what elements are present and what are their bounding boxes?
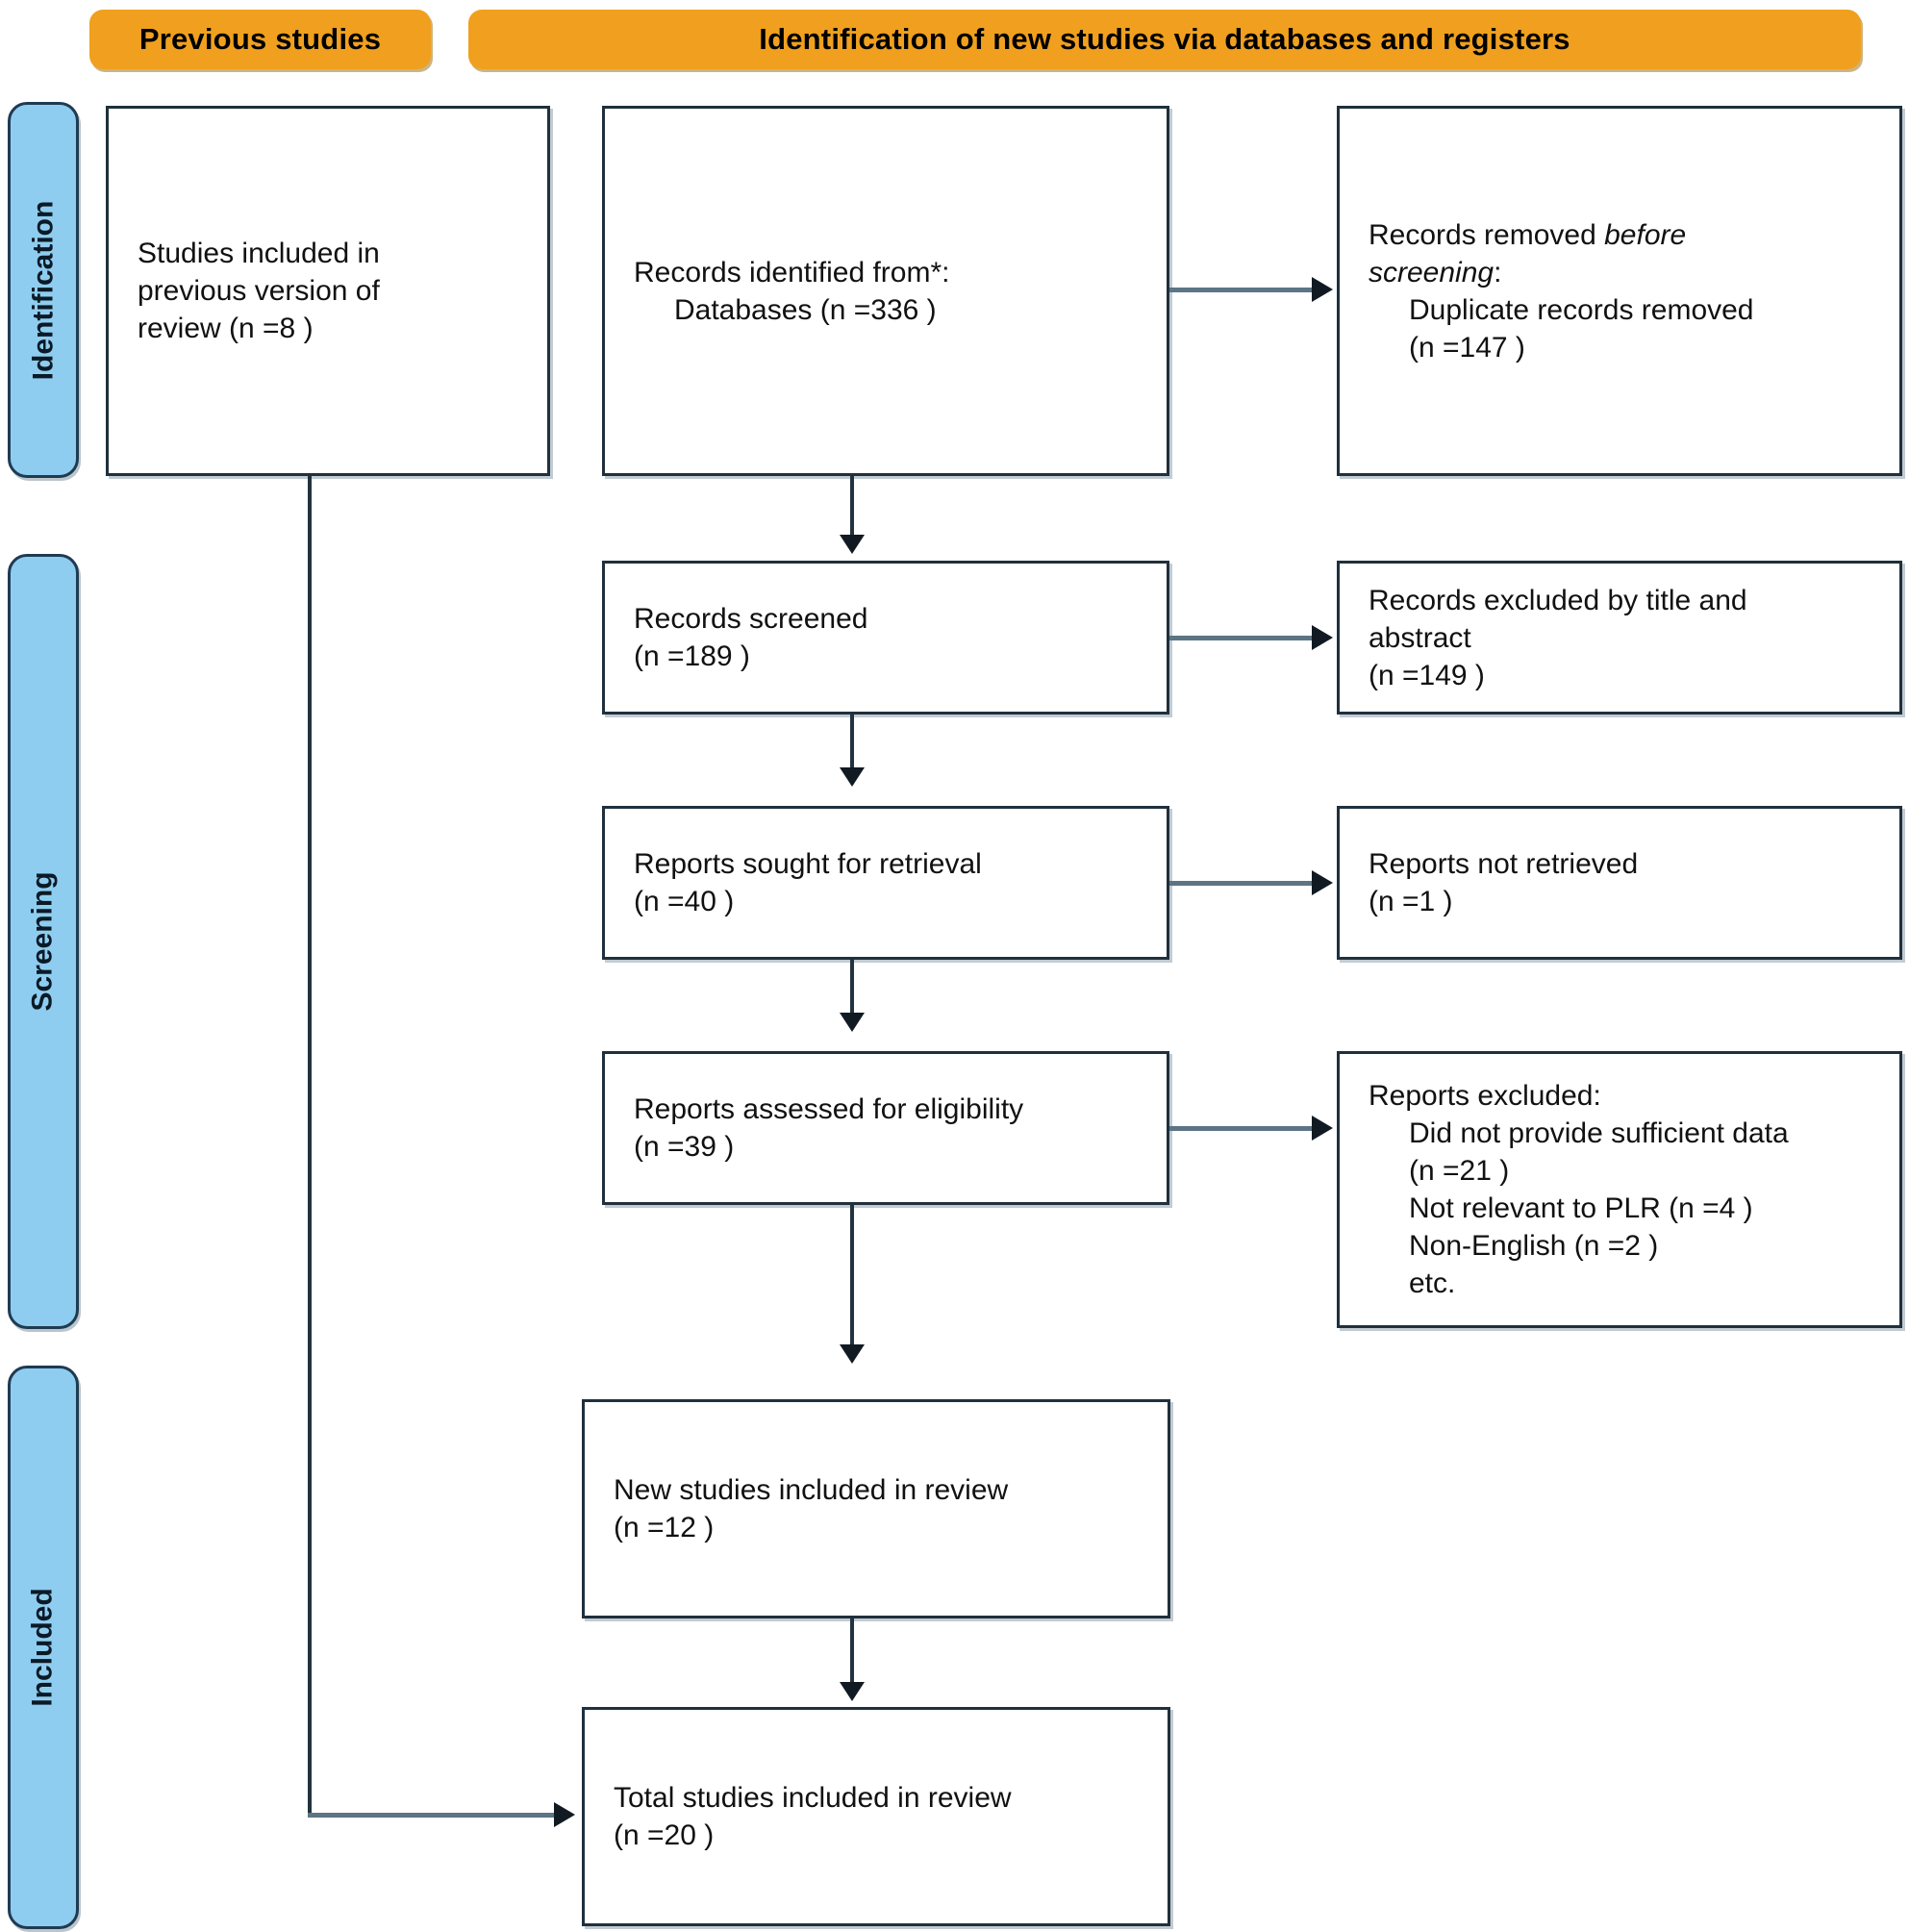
line-1: Studies included in xyxy=(138,238,380,269)
line-4: (n =147 ) xyxy=(1409,331,1525,364)
line-2: (n =20 ) xyxy=(614,1819,715,1851)
line-1: Reports excluded: xyxy=(1369,1080,1601,1112)
box-records-removed-before-screening: Records removed before screening: Duplicat… xyxy=(1337,106,1902,476)
arrowhead-previous-studies-to-total xyxy=(554,1802,575,1827)
box-records-removed-text: Records removed before screening: Duplicat… xyxy=(1340,216,1768,366)
stage-bar-identification: Identification xyxy=(8,102,79,478)
box-reports-excluded: Reports excluded: Did not provide suffici… xyxy=(1337,1051,1902,1328)
connector-sought-to-not-retrieved xyxy=(1169,881,1316,886)
connector-identified-to-screened xyxy=(850,476,854,541)
arrowhead-identified-to-removed xyxy=(1312,277,1333,302)
header-identification-new-studies-label: Identification of new studies via databa… xyxy=(759,22,1570,56)
box-reports-not-retrieved: Reports not retrieved (n =1 ) xyxy=(1337,806,1902,960)
box-new-studies-included: New studies included in review (n =12 ) xyxy=(582,1399,1170,1618)
line-1a: Records removed xyxy=(1369,218,1605,251)
line-1b-italic: before xyxy=(1604,218,1687,251)
line-3: Duplicate records removed xyxy=(1409,293,1754,326)
header-previous-studies-label: Previous studies xyxy=(138,22,382,56)
line-1: Reports sought for retrieval xyxy=(634,848,982,880)
line-1: Records identified from*: xyxy=(634,256,950,289)
line-2: (n =189 ) xyxy=(634,640,750,672)
stage-bar-included: Included xyxy=(8,1366,79,1929)
line-2-italic: screening xyxy=(1369,256,1495,289)
box-reports-sought-for-retrieval: Reports sought for retrieval (n =40 ) xyxy=(602,806,1169,960)
line-1: Reports not retrieved xyxy=(1369,848,1639,880)
box-new-studies-included-text: New studies included in review (n =12 ) xyxy=(585,1471,1021,1546)
box-total-studies-included-text: Total studies included in review (n =20 ) xyxy=(585,1779,1025,1854)
line-4: Not relevant to PLR (n =4 ) xyxy=(1409,1192,1753,1224)
box-records-identified-text: Records identified from*: Databases (n =3… xyxy=(605,254,963,329)
line-2-colon: : xyxy=(1494,256,1502,289)
stage-bar-screening: Screening xyxy=(8,554,79,1329)
arrowhead-screened-to-excluded xyxy=(1312,625,1333,650)
box-reports-assessed-text: Reports assessed for eligibility (n =39 ) xyxy=(605,1091,1037,1166)
header-previous-studies: Previous studies xyxy=(89,10,431,69)
line-5: Non-English (n =2 ) xyxy=(1409,1230,1659,1262)
box-records-identified: Records identified from*: Databases (n =3… xyxy=(602,106,1169,476)
stage-label-screening: Screening xyxy=(27,871,59,1012)
connector-screened-to-excluded xyxy=(1169,636,1316,640)
box-records-screened: Records screened (n =189 ) xyxy=(602,561,1169,715)
stage-label-identification: Identification xyxy=(27,200,60,380)
line-1: New studies included in review xyxy=(614,1474,1009,1506)
arrowhead-new-to-total-studies xyxy=(840,1682,865,1701)
arrowhead-sought-to-not-retrieved xyxy=(1312,870,1333,895)
line-1: Total studies included in review xyxy=(614,1782,1012,1814)
line-2: abstract xyxy=(1369,621,1471,654)
box-records-excluded-text: Records excluded by title and abstract (n … xyxy=(1340,582,1761,694)
box-reports-sought-text: Reports sought for retrieval (n =40 ) xyxy=(605,845,995,920)
arrowhead-sought-to-assessed xyxy=(840,1013,865,1032)
line-2: (n =40 ) xyxy=(634,886,735,917)
connector-new-to-total-studies xyxy=(850,1618,854,1688)
line-1: Records screened xyxy=(634,603,868,635)
line-2: Did not provide sufficient data xyxy=(1409,1117,1789,1149)
header-identification-new-studies: Identification of new studies via databa… xyxy=(468,10,1861,69)
arrowhead-identified-to-screened xyxy=(840,535,865,554)
connector-previous-studies-vertical xyxy=(308,476,312,1817)
line-6: etc. xyxy=(1409,1267,1456,1299)
stage-label-included: Included xyxy=(27,1588,59,1707)
box-total-studies-included: Total studies included in review (n =20 ) xyxy=(582,1707,1170,1926)
connector-screened-to-sought xyxy=(850,715,854,774)
box-reports-excluded-text: Reports excluded: Did not provide suffici… xyxy=(1340,1077,1802,1302)
line-3: review (n =8 ) xyxy=(138,313,314,344)
connector-assessed-to-new-studies xyxy=(850,1205,854,1351)
line-1: Records excluded by title and xyxy=(1369,584,1747,616)
box-previous-version-studies: Studies included in previous version of re… xyxy=(106,106,550,476)
connector-sought-to-assessed xyxy=(850,960,854,1019)
arrowhead-assessed-to-new-studies xyxy=(840,1344,865,1364)
line-2: (n =12 ) xyxy=(614,1512,715,1543)
line-3: (n =21 ) xyxy=(1409,1155,1510,1187)
box-reports-not-retrieved-text: Reports not retrieved (n =1 ) xyxy=(1340,845,1651,920)
arrowhead-screened-to-sought xyxy=(840,767,865,787)
box-records-excluded-title-abstract: Records excluded by title and abstract (n … xyxy=(1337,561,1902,715)
box-previous-version-studies-text: Studies included in previous version of re… xyxy=(109,235,393,347)
line-1: Reports assessed for eligibility xyxy=(634,1093,1024,1125)
box-reports-assessed-for-eligibility: Reports assessed for eligibility (n =39 ) xyxy=(602,1051,1169,1205)
line-2: Databases (n =336 ) xyxy=(674,293,937,326)
box-records-screened-text: Records screened (n =189 ) xyxy=(605,600,881,675)
connector-previous-studies-horizontal xyxy=(308,1813,558,1818)
arrowhead-assessed-to-excluded xyxy=(1312,1116,1333,1141)
connector-assessed-to-excluded xyxy=(1169,1126,1316,1131)
line-2: previous version of xyxy=(138,275,380,307)
connector-identified-to-removed xyxy=(1169,288,1316,292)
line-3: (n =149 ) xyxy=(1369,659,1485,691)
line-2: (n =39 ) xyxy=(634,1131,735,1163)
line-2: (n =1 ) xyxy=(1369,886,1453,917)
